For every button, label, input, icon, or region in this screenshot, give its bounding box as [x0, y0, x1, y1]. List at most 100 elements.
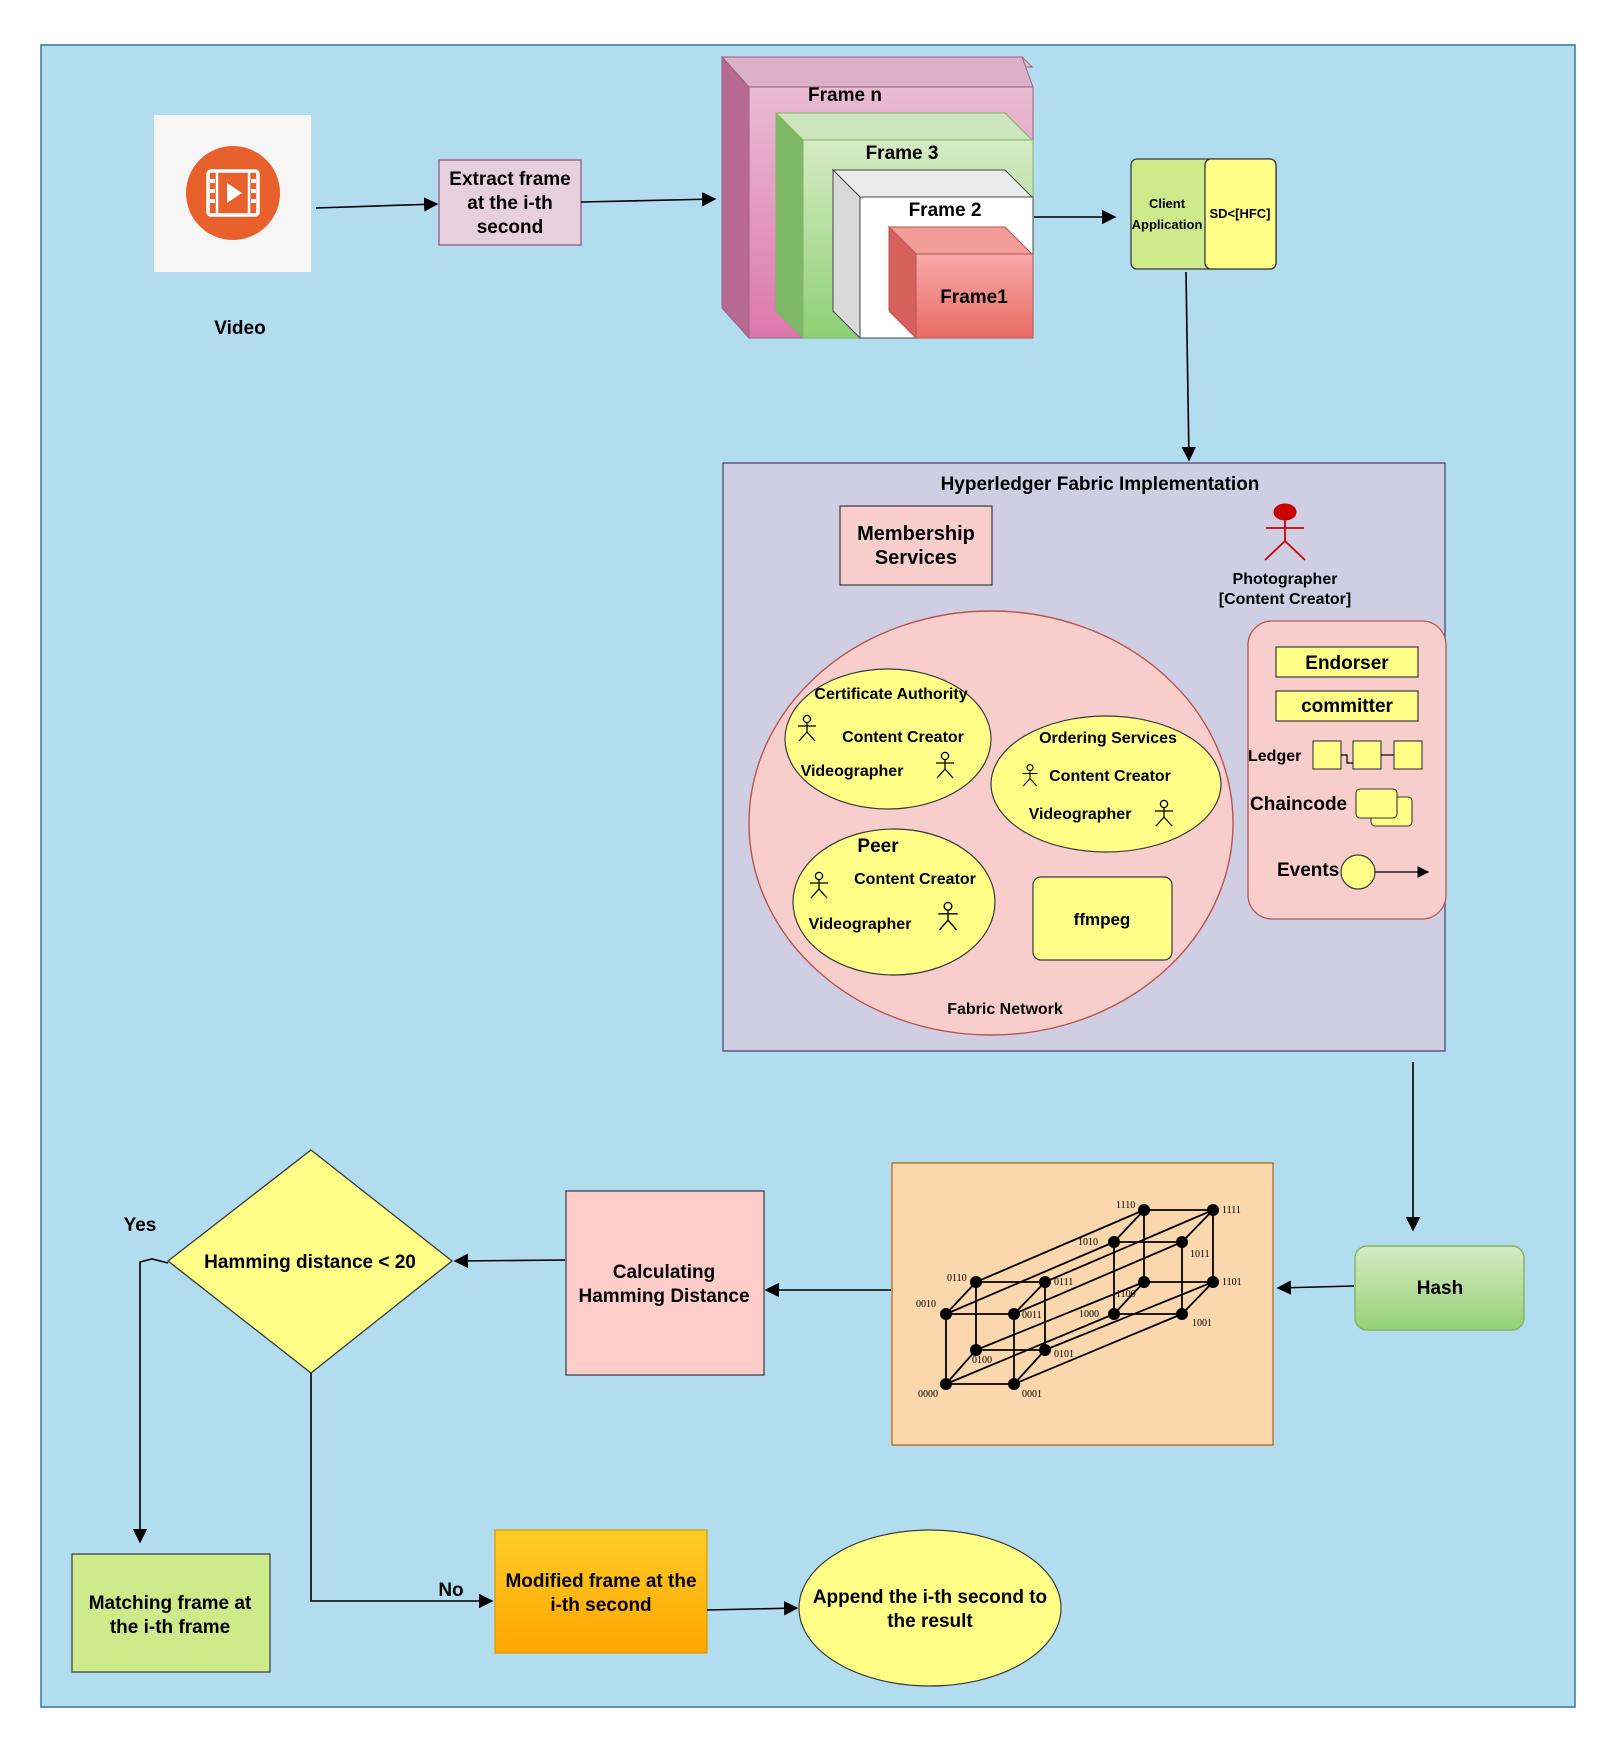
matching-line-2: the i-th frame: [110, 1617, 230, 1638]
sd-hfc-label: SD<[HFC]: [1209, 206, 1270, 221]
edges: [132, 192, 1421, 1616]
ordering-title: Ordering Services: [1039, 730, 1177, 747]
hypercube-vertex: [1039, 1344, 1051, 1356]
fabric-title: Hyperledger Fabric Implementation: [941, 474, 1260, 495]
hypercube-edge: [1013, 1281, 1046, 1315]
no-label: No: [438, 1580, 463, 1601]
hypercube-vertex-label: 1111: [1222, 1205, 1241, 1216]
hypercube-edge: [945, 1241, 1115, 1315]
hypercube-edge: [945, 1349, 977, 1385]
hypercube-vertex-label: 1001: [1192, 1318, 1212, 1329]
events-label: Events: [1277, 860, 1339, 881]
hash-box: [1354, 1245, 1525, 1331]
fabric-implementation: Hyperledger Fabric Implementation Member…: [722, 462, 1447, 1052]
client-app-line-2: Application: [1132, 217, 1203, 232]
hypercube-vertex-label: 0101: [1054, 1349, 1074, 1360]
modified-frame-node: Modified frame at the i-th second: [494, 1529, 708, 1654]
hypercube-vertex-label: 1100: [1116, 1289, 1136, 1300]
ca-creator-label: Content Creator: [842, 729, 964, 746]
extract-line-3: second: [477, 217, 544, 238]
hypercube-vertex-label: 1010: [1078, 1237, 1098, 1248]
client-app-line-1: Client: [1149, 196, 1186, 211]
extract-frame-node: Extract frame at the i-th second: [438, 159, 582, 246]
hypercube-vertex: [940, 1378, 952, 1390]
edge-decision-yes: [132, 1258, 169, 1544]
client-application-node: Client Application SD<[HFC]: [1130, 158, 1277, 270]
ordering-services-node: Ordering Services Content Creator Videog…: [990, 715, 1222, 853]
hypercube-vertex-label: 1110: [1116, 1200, 1135, 1211]
sd-hfc-box: [1204, 158, 1277, 270]
hypercube-vertex: [970, 1344, 982, 1356]
hypercube-edge: [945, 1313, 1115, 1385]
matching-line-1: Matching frame at: [89, 1593, 252, 1614]
decision-label: Hamming distance < 20: [204, 1252, 416, 1273]
matching-frame-node: Matching frame at the i-th frame: [71, 1553, 271, 1673]
matching-frame-box: [71, 1553, 271, 1673]
hypercube-edge: [975, 1209, 1145, 1283]
edge-modified-append: [706, 1601, 799, 1616]
membership-services-box: [839, 505, 993, 586]
append-node: Append the i-th second to the result: [798, 1529, 1062, 1687]
frame-3-label: Frame 3: [866, 143, 939, 164]
fabric-components-panel: Endorser committer Ledger Chaincode Even…: [1247, 620, 1447, 920]
membership-line-1: Membership: [857, 523, 975, 545]
hypercube-vertex-label: 0100: [972, 1355, 992, 1366]
hypercube-vertex-label: 0110: [947, 1273, 967, 1284]
hypercube-edge: [1013, 1241, 1183, 1315]
hypercube-vertex-label: 0111: [1054, 1277, 1073, 1288]
hypercube-vertex: [1207, 1204, 1219, 1216]
hypercube-edge: [1013, 1313, 1183, 1385]
edge-extract-frames: [580, 192, 717, 207]
ledger-label: Ledger: [1248, 748, 1301, 765]
append-line-1: Append the i-th second to: [813, 1587, 1047, 1608]
hypercube-edge: [1181, 1281, 1214, 1315]
ledger-blocks-icon: [1312, 740, 1423, 770]
committer-label: committer: [1301, 696, 1393, 717]
hypercube-vertex: [1008, 1378, 1020, 1390]
hypercube-vertex: [970, 1276, 982, 1288]
hash-node: Hash: [1354, 1245, 1525, 1331]
calculating-node: Calculating Hamming Distance: [565, 1190, 765, 1376]
hypercube-vertex-label: 1011: [1190, 1249, 1210, 1260]
edge-client-fabric: [1181, 271, 1196, 462]
ordering-creator-label: Content Creator: [1049, 768, 1171, 785]
yes-label: Yes: [124, 1215, 157, 1236]
hypercube-vertex-label: 0011: [1022, 1310, 1042, 1321]
hypercube-edge: [1113, 1209, 1145, 1243]
ffmpeg-box: [1032, 876, 1173, 961]
ordering-videographer-label: Videographer: [1029, 806, 1132, 823]
hypercube-vertex-label: 1101: [1222, 1277, 1242, 1288]
membership-line-2: Services: [875, 547, 957, 569]
hypercube-edge: [1113, 1281, 1145, 1315]
extract-line-2: at the i-th: [467, 193, 553, 214]
endorser-label: Endorser: [1305, 653, 1389, 674]
hypercube-edge: [1044, 1281, 1214, 1351]
append-ellipse: [798, 1529, 1062, 1687]
frame-2-label: Frame 2: [909, 200, 982, 221]
peer-node: Peer Content Creator Videographer: [792, 828, 996, 976]
photographer-actor-icon: [1264, 503, 1306, 561]
hypercube-vertex: [1138, 1276, 1150, 1288]
edge-hash-hypercube: [1276, 1280, 1355, 1295]
photographer-line-2: [Content Creator]: [1219, 591, 1351, 608]
frame-1-label: Frame1: [940, 287, 1008, 308]
extract-frame-box: [438, 159, 582, 246]
modified-line-2: i-th second: [550, 1595, 651, 1616]
edge-decision-no: [310, 1373, 494, 1609]
ca-videographer-label: Videographer: [801, 763, 904, 780]
video-label: Video: [214, 318, 265, 339]
peer-creator-label: Content Creator: [854, 871, 976, 888]
calculating-line-2: Hamming Distance: [578, 1286, 749, 1307]
hypercube-vertex-label: 1000: [1079, 1309, 1099, 1320]
hypercube-vertex: [1039, 1276, 1051, 1288]
hypercube-vertex: [1176, 1236, 1188, 1248]
hypercube-edge: [945, 1281, 977, 1315]
append-line-2: the result: [887, 1611, 973, 1632]
hash-label: Hash: [1417, 1278, 1463, 1299]
chaincode-icon: [1355, 788, 1413, 827]
frame-n-label: Frame n: [808, 85, 882, 106]
edge-video-extract: [315, 197, 439, 212]
photographer-line-1: Photographer: [1233, 571, 1338, 588]
